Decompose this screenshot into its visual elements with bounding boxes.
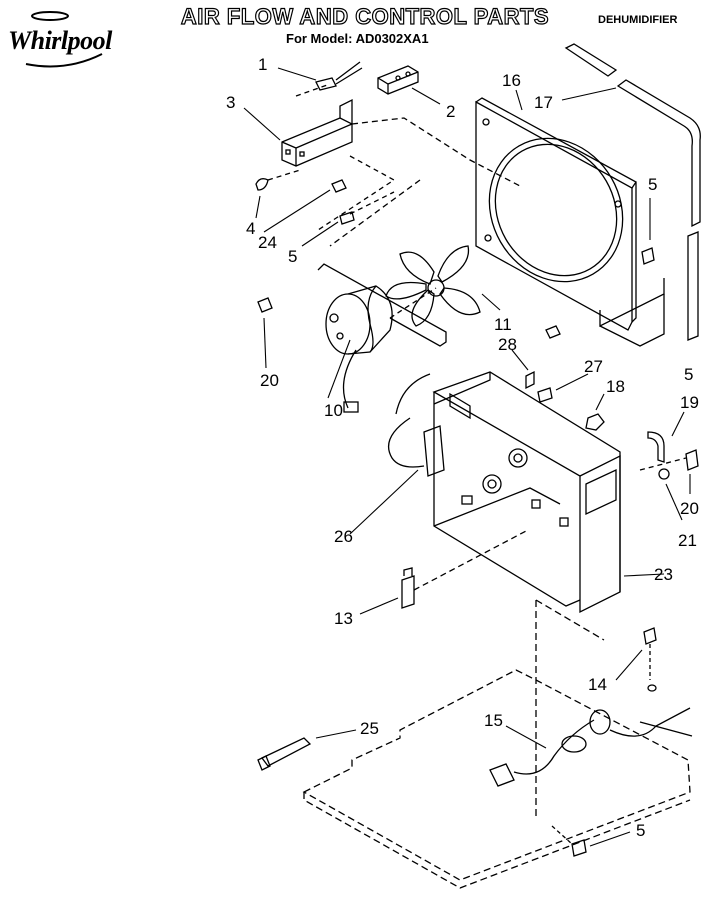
page-title: AIR FLOW AND CONTROL PARTS bbox=[180, 3, 550, 29]
part-19-bracket bbox=[647, 431, 665, 463]
part-5-screw-c bbox=[545, 325, 561, 339]
callout-19: 19 bbox=[680, 393, 699, 412]
part-2-switch bbox=[377, 65, 419, 95]
part-25-float bbox=[257, 737, 312, 771]
base-pan bbox=[302, 599, 691, 889]
callout-13: 13 bbox=[334, 609, 353, 628]
callout-15: 15 bbox=[484, 711, 503, 730]
callout-23: 23 bbox=[654, 565, 673, 584]
callout-labels: 1 2 3 4 24 5 16 17 5 11 20 10 28 27 18 5… bbox=[226, 55, 699, 840]
part-5-screw-b bbox=[641, 247, 655, 265]
callout-5-c: 5 bbox=[684, 365, 693, 384]
part-13-relay bbox=[401, 567, 415, 609]
part-4-clip bbox=[255, 178, 269, 191]
part-15-power-cord bbox=[489, 707, 693, 787]
part-21-washer bbox=[658, 468, 670, 480]
part-26-control-harness bbox=[387, 373, 445, 477]
callout-5-a: 5 bbox=[288, 247, 297, 266]
part-5-screw-d bbox=[551, 825, 587, 857]
part-5-screw-a bbox=[339, 211, 355, 225]
part-11-fan-blade bbox=[385, 245, 481, 327]
callout-2: 2 bbox=[446, 102, 455, 121]
leader-lines bbox=[243, 67, 691, 847]
callout-3: 3 bbox=[226, 93, 235, 112]
callout-4: 4 bbox=[246, 219, 255, 238]
callout-5-d: 5 bbox=[636, 821, 645, 840]
part-20-screw-b bbox=[639, 449, 699, 471]
part-3-control-bracket bbox=[281, 98, 353, 167]
callout-17: 17 bbox=[534, 93, 553, 112]
callout-5-b: 5 bbox=[648, 175, 657, 194]
logo-swoosh bbox=[25, 11, 103, 68]
part-24-screw bbox=[331, 179, 347, 193]
callout-16: 16 bbox=[502, 71, 521, 90]
callout-14: 14 bbox=[588, 675, 607, 694]
part-27-screw bbox=[537, 387, 553, 403]
product-category: DEHUMIDIFIER bbox=[598, 14, 678, 26]
callout-20-a: 20 bbox=[260, 371, 279, 390]
callout-10: 10 bbox=[324, 401, 343, 420]
part-18-nut bbox=[585, 413, 605, 431]
callout-20-b: 20 bbox=[680, 499, 699, 518]
callout-21: 21 bbox=[678, 531, 697, 550]
part-14-ground-screw bbox=[643, 627, 657, 692]
logo-text: Whirlpool bbox=[8, 26, 112, 55]
callout-28: 28 bbox=[498, 335, 517, 354]
callout-26: 26 bbox=[334, 527, 353, 546]
callout-11: 11 bbox=[494, 315, 512, 334]
part-1-wire-connector bbox=[315, 61, 363, 91]
callout-18: 18 bbox=[606, 377, 625, 396]
callout-25: 25 bbox=[360, 719, 379, 738]
part-16-shroud bbox=[475, 97, 665, 347]
part-10-fan-motor bbox=[317, 263, 447, 413]
part-20-screw-a bbox=[257, 297, 273, 313]
part-28-pin bbox=[525, 370, 535, 390]
callout-27: 27 bbox=[584, 357, 603, 376]
callout-24: 24 bbox=[258, 233, 277, 252]
part-23-partition-assembly bbox=[432, 371, 621, 614]
whirlpool-logo: Whirlpool bbox=[6, 8, 146, 72]
part-17-seal-strips bbox=[564, 43, 701, 341]
model-number: For Model: AD0302XA1 bbox=[286, 31, 429, 46]
callout-1: 1 bbox=[258, 55, 267, 74]
